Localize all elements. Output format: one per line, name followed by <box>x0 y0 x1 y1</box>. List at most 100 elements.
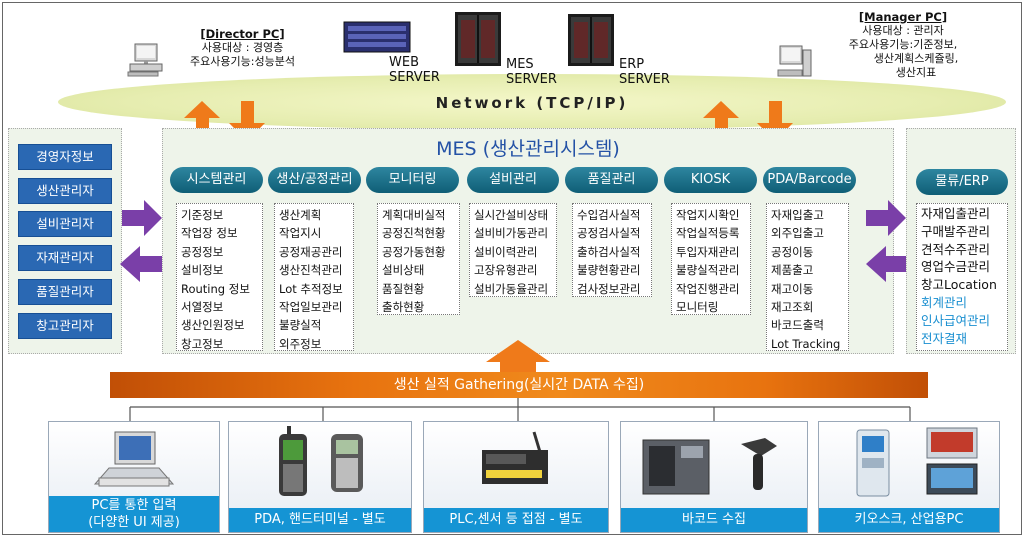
plc-module-icon <box>482 431 548 484</box>
web-server-icon <box>342 20 412 54</box>
category-items: 수입검사실적 공정검사실적 출하검사실적 불량현황관리 검사정보관리 <box>572 203 652 297</box>
pda-icon <box>279 426 307 496</box>
device-card-barcode: 바코드 수집 <box>620 421 808 533</box>
category-item: Routing 정보 <box>181 281 250 296</box>
category-items: 작업지시확인 작업실적등록 투입자재관리 불량실적관리 작업진행관리 모니터링 <box>671 203 751 315</box>
erp-item: 회계관리 <box>921 294 968 310</box>
device-label: 키오스크, 산업용PC <box>819 508 999 532</box>
server-label-line: ERP <box>619 57 645 72</box>
category-item: 공정정보 <box>181 244 224 259</box>
device-label-line: PC를 통한 입력 <box>91 498 177 513</box>
barcode-scanner-icon <box>741 438 777 490</box>
category-header: 설비관리 <box>467 167 559 193</box>
category-header: KIOSK <box>664 167 757 193</box>
category-item: 작업진행관리 <box>676 281 740 296</box>
erp-header: 물류/ERP <box>916 169 1008 195</box>
category-item: 외주정보 <box>279 336 322 351</box>
device-label-line: (다양한 UI 제공) <box>88 515 180 530</box>
category-item: 외주입출고 <box>771 226 824 241</box>
manager-pc-line: 생산계획스케쥴링, <box>873 52 959 65</box>
device-label: PDA, 핸드터미널 - 별도 <box>229 508 411 532</box>
up-arrow-icon <box>184 101 220 140</box>
server-label-line: WEB <box>389 55 419 70</box>
erp-server-icon <box>566 12 616 68</box>
category-item: 품질현황 <box>382 281 425 296</box>
desktop-pc-icon <box>93 431 175 487</box>
category-item: 재고조회 <box>771 300 814 315</box>
manager-pc-info: [Manager PC] 사용대상 : 관리자 주요사용기능:기준정보, 생산계… <box>828 10 978 80</box>
category-item: 불량현황관리 <box>577 263 641 278</box>
erp-item: 자재입출관리 <box>921 206 991 221</box>
device-card-kiosk: 키오스크, 산업용PC <box>818 421 1000 533</box>
user-role: 생산관리자 <box>18 178 112 204</box>
director-pc-title: [Director PC] <box>200 27 285 41</box>
kiosk-icon <box>856 429 890 497</box>
manager-pc-line: 주요사용기능:기준정보, <box>848 38 958 51</box>
category-item: 창고정보 <box>181 336 224 351</box>
category-item: 공정이동 <box>771 244 814 259</box>
category-item: 불량실적 <box>279 318 322 333</box>
up-arrow-icon <box>486 340 550 372</box>
director-pc-icon <box>126 40 166 80</box>
category-item: 자재입출고 <box>771 208 824 222</box>
category-item: 모니터링 <box>676 300 719 315</box>
user-role: 품질관리자 <box>18 279 112 305</box>
director-pc-line: 사용대상 : 경영층 <box>201 41 284 54</box>
category-item: 출하현황 <box>382 300 425 315</box>
erp-server-label: ERP SERVER <box>619 57 670 87</box>
server-label-line: SERVER <box>506 72 557 87</box>
category-item: 작업실적등록 <box>676 226 740 241</box>
category-item: 작업일보관리 <box>279 300 343 315</box>
category-items: 생산계획 작업지시 공정재공관리 생산진척관리 Lot 추적정보 작업일보관리 … <box>274 203 354 351</box>
director-pc-line: 주요사용기능:성능분석 <box>190 55 295 68</box>
device-label: PC를 통한 입력 (다양한 UI 제공) <box>49 496 219 532</box>
category-item: 작업지시확인 <box>676 208 740 222</box>
user-role: 설비관리자 <box>18 211 112 237</box>
category-header: 생산/공정관리 <box>268 167 361 193</box>
device-card-plc: PLC,센서 등 접점 - 별도 <box>423 421 609 533</box>
right-arrow-icon <box>122 200 162 236</box>
category-item: 수입검사실적 <box>577 208 641 222</box>
category-item: 설비이력관리 <box>474 244 538 259</box>
category-item: 재고이동 <box>771 281 814 296</box>
manager-pc-icon <box>776 44 814 82</box>
category-item: 공정가동현황 <box>382 244 446 259</box>
server-label-line: MES <box>506 57 534 72</box>
category-item: 생산진척관리 <box>279 263 343 278</box>
right-arrow-icon <box>866 200 906 236</box>
category-header: 시스템관리 <box>170 167 263 193</box>
category-item: 실시간설비상태 <box>474 208 549 222</box>
server-label-line: SERVER <box>619 72 670 87</box>
manager-pc-title: [Manager PC] <box>858 10 948 24</box>
manager-pc-line: 생산지표 <box>895 66 937 79</box>
category-item: 검사정보관리 <box>577 281 641 296</box>
gathering-bar: 생산 실적 Gathering(실시간 DATA 수집) <box>110 372 928 398</box>
category-item: Lot 추적정보 <box>279 281 343 296</box>
network-label: Network (TCP/IP) <box>435 94 629 112</box>
category-item: 설비비가동관리 <box>474 226 549 241</box>
network-ellipse: Network (TCP/IP) <box>58 74 1006 130</box>
category-item: 계획대비실적 <box>382 208 446 222</box>
category-item: 공정재공관리 <box>279 244 343 259</box>
left-arrow-icon <box>866 246 906 282</box>
web-server-label: WEB SERVER <box>389 55 440 85</box>
server-label-line: SERVER <box>389 70 440 85</box>
category-item: 제품출고 <box>771 263 814 278</box>
category-item: 출하검사실적 <box>577 244 641 259</box>
category-item: 고장유형관리 <box>474 263 538 278</box>
category-item: 설비정보 <box>181 263 224 278</box>
category-item: 생산계획 <box>279 208 322 222</box>
erp-item: 인사급여관리 <box>921 312 991 328</box>
category-item: 기준정보 <box>181 208 224 222</box>
category-item: 불량실적관리 <box>676 263 740 278</box>
left-arrow-icon <box>120 246 162 282</box>
category-header: 품질관리 <box>565 167 658 193</box>
category-item: 투입자재관리 <box>676 244 740 259</box>
erp-item: 견적수주관리 <box>921 241 991 257</box>
category-item: 작업장 정보 <box>181 226 238 241</box>
category-item: 설비가동율관리 <box>474 281 549 296</box>
user-role: 경영자정보 <box>18 144 112 170</box>
manager-pc-line: 사용대상 : 관리자 <box>862 24 944 37</box>
